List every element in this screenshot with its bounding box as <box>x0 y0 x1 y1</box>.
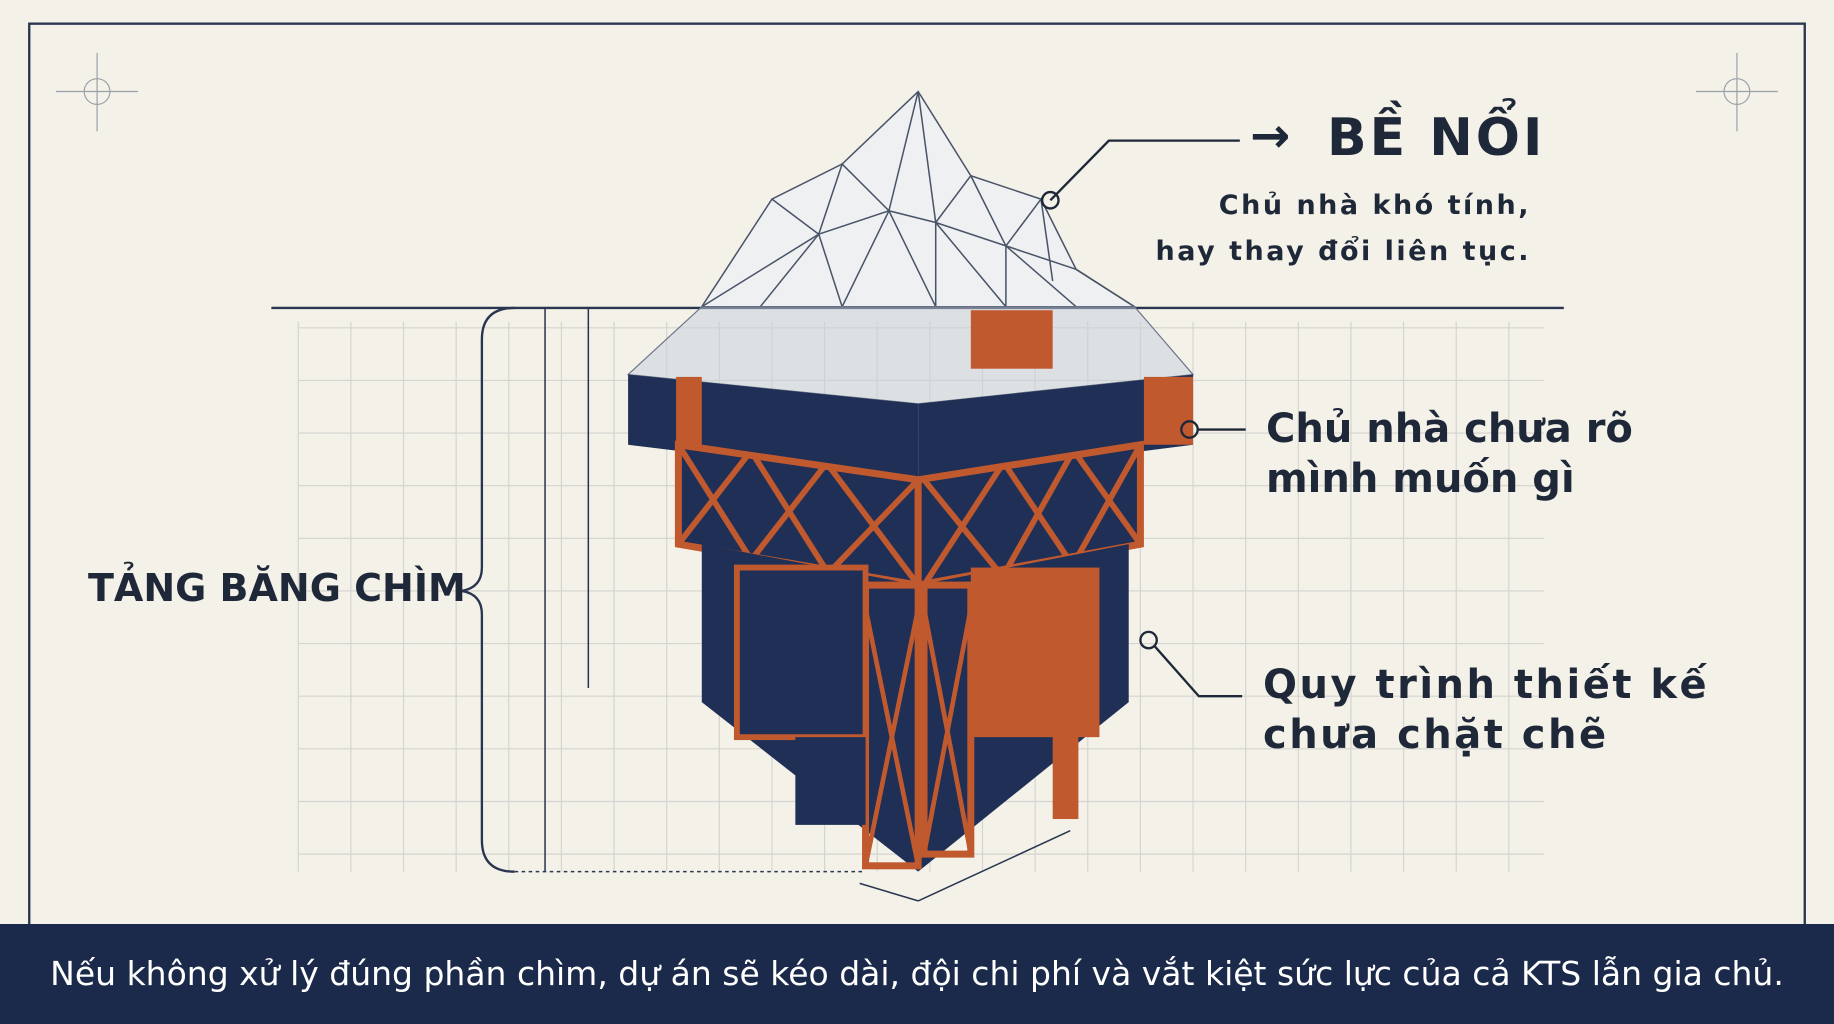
footer-text: Nếu không xử lý đúng phần chìm, dự án sẽ… <box>50 954 1784 993</box>
brace <box>461 306 515 873</box>
footer-banner: Nếu không xử lý đúng phần chìm, dự án sẽ… <box>0 924 1834 1024</box>
arrow-icon: → <box>1250 108 1291 164</box>
top-title: BỀ NỔI <box>1327 108 1546 168</box>
middle-line-1: Chủ nhà chưa rõ <box>1266 406 1633 452</box>
crosshair-icon <box>1695 52 1778 132</box>
left-label: TẢNG BĂNG CHÌM <box>88 566 466 610</box>
roof-room <box>970 310 1053 369</box>
middle-label: Chủ nhà chưa rõ mình muốn gì <box>1266 404 1633 504</box>
middle-line-2: mình muốn gì <box>1266 456 1575 502</box>
top-line-1: Chủ nhà khó tính, <box>1218 190 1531 221</box>
top-description: Chủ nhà khó tính, hay thay đổi liên tục. <box>1156 183 1532 275</box>
callout-lines <box>1040 139 1246 698</box>
building-structure <box>628 374 1194 872</box>
lower-label: Quy trình thiết kế chưa chặt chẽ <box>1263 660 1709 760</box>
lower-line-1: Quy trình thiết kế <box>1263 662 1710 708</box>
dimension-lines <box>514 307 1071 902</box>
top-line-2: hay thay đổi liên tục. <box>1155 236 1531 267</box>
lower-line-2: chưa chặt chẽ <box>1263 712 1609 758</box>
iceberg-tip <box>700 90 1138 309</box>
blueprint-grid <box>297 321 1544 872</box>
crosshair-icon <box>56 52 139 132</box>
